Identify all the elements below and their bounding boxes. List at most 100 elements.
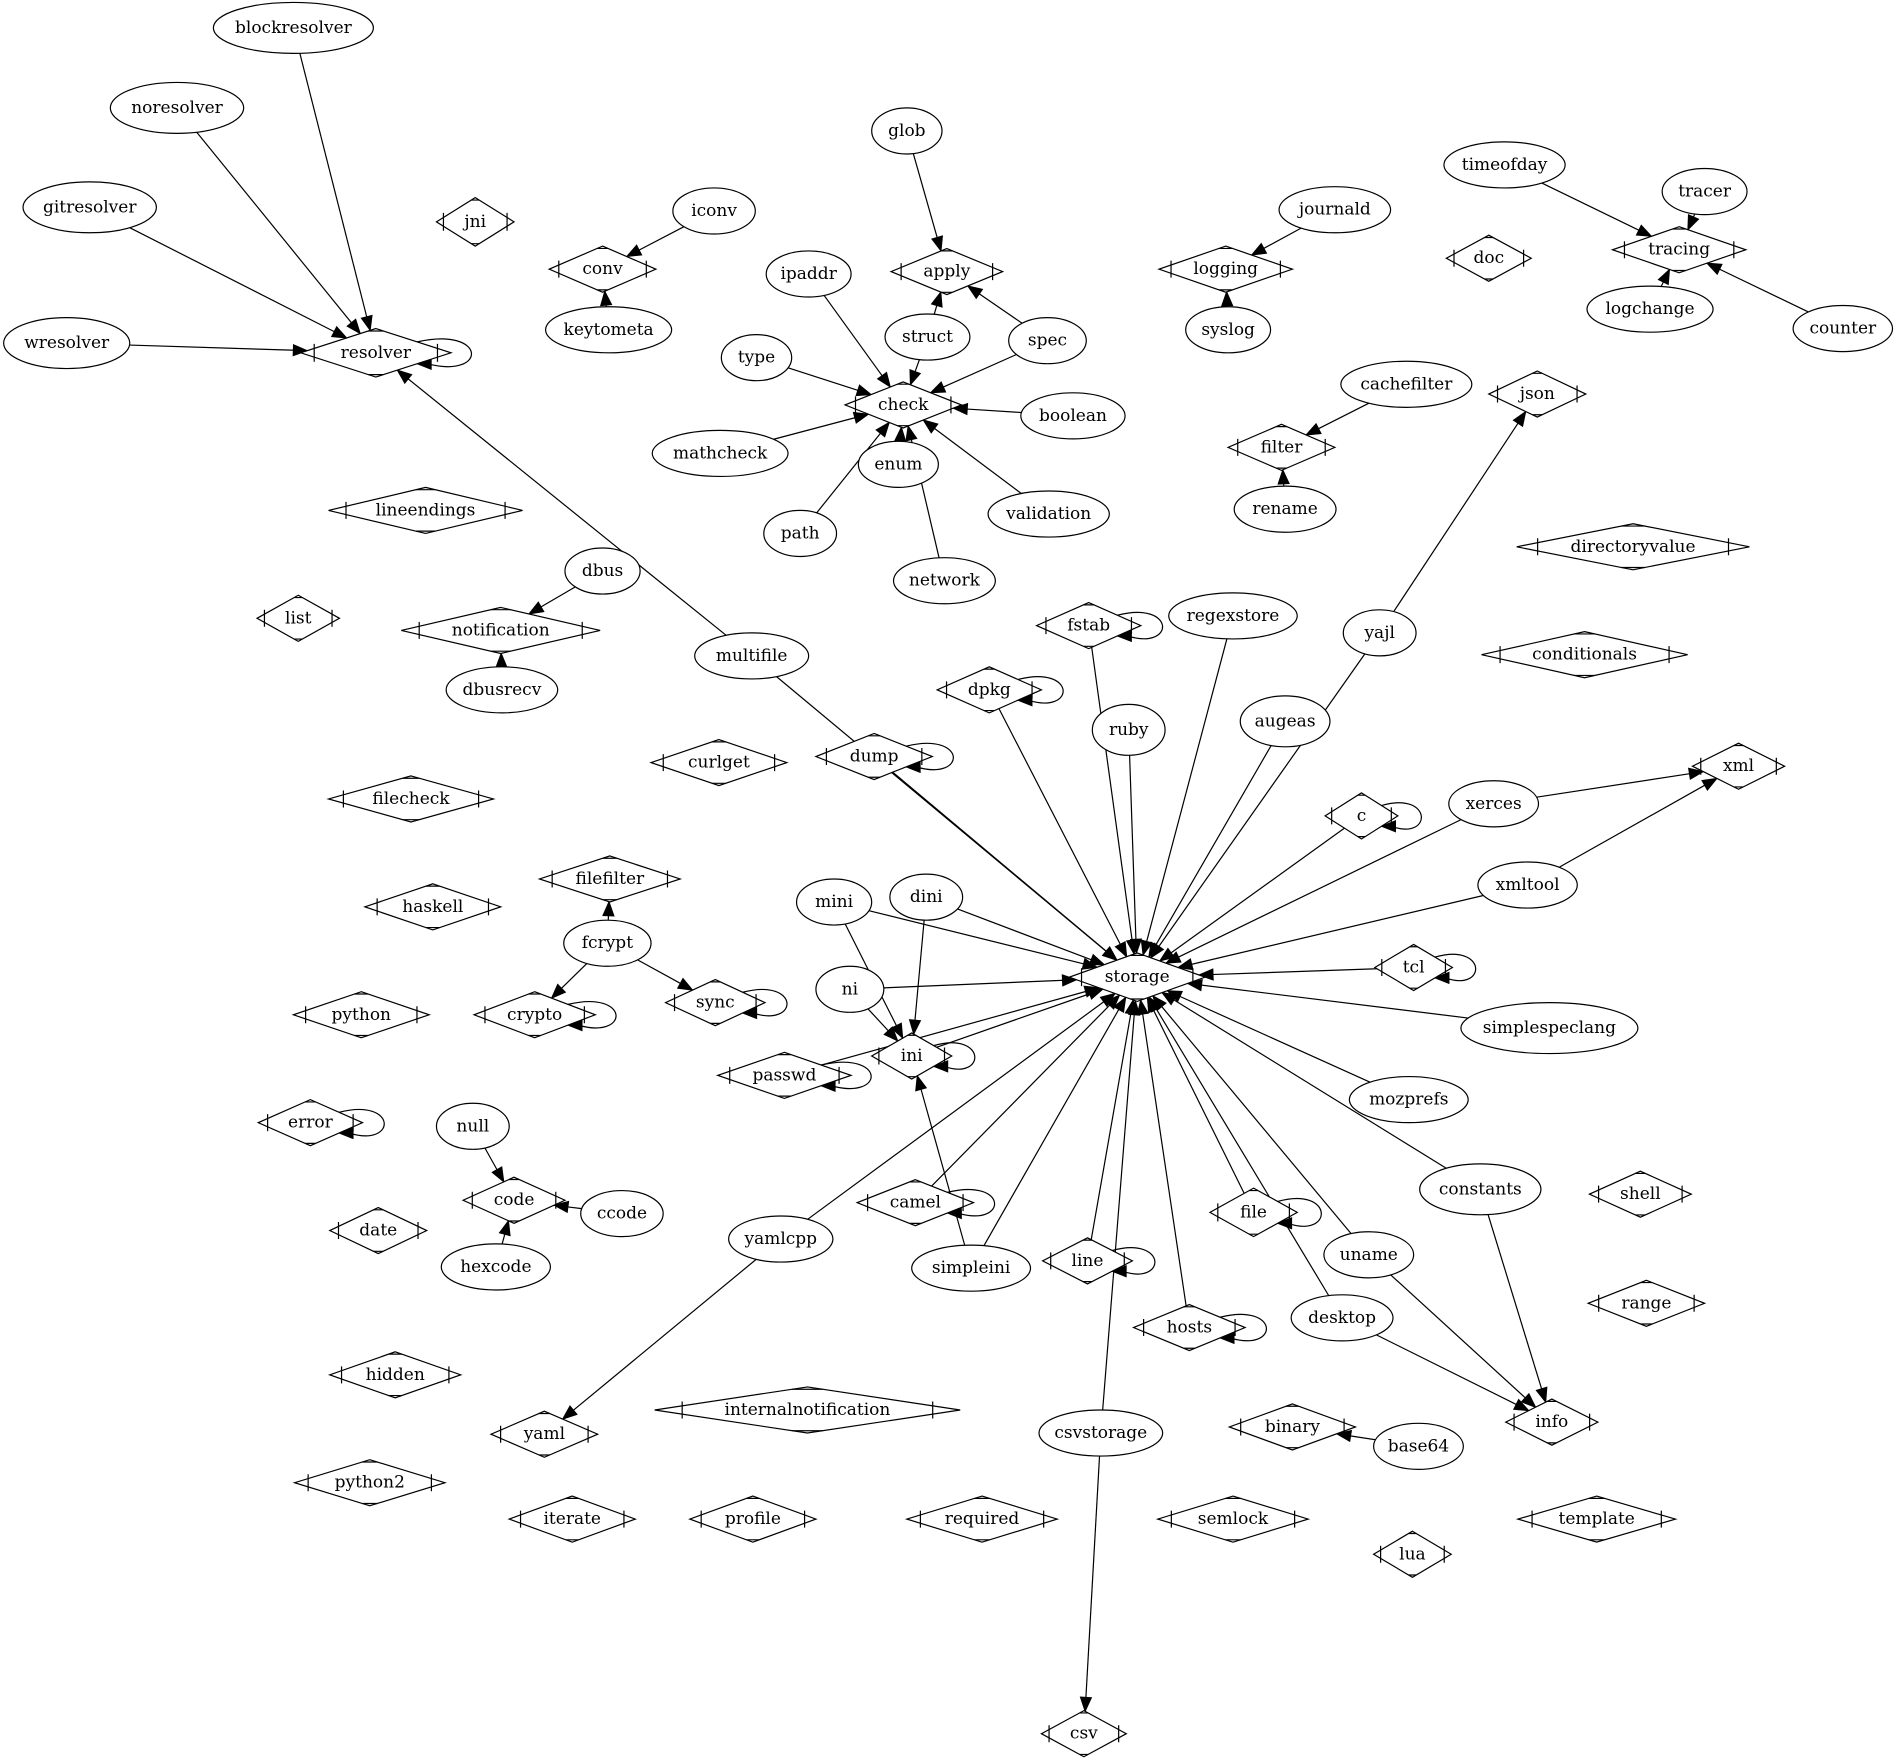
- node-hexcode[interactable]: hexcode: [440, 1243, 552, 1291]
- node-resolver[interactable]: resolver: [298, 327, 453, 378]
- node-type[interactable]: type: [720, 334, 793, 382]
- node-range[interactable]: range: [1586, 1279, 1707, 1327]
- node-counter[interactable]: counter: [1792, 304, 1894, 353]
- node-binary[interactable]: binary: [1227, 1403, 1358, 1451]
- node-fstab[interactable]: fstab: [1035, 601, 1143, 650]
- node-simpleini[interactable]: simpleini: [911, 1244, 1032, 1292]
- node-line[interactable]: line: [1041, 1237, 1134, 1285]
- node-file[interactable]: file: [1208, 1187, 1299, 1238]
- node-noresolver[interactable]: noresolver: [109, 81, 245, 134]
- node-jni[interactable]: jni: [435, 196, 516, 247]
- node-code[interactable]: code: [461, 1176, 567, 1224]
- node-conv[interactable]: conv: [547, 245, 658, 293]
- node-notification[interactable]: notification: [401, 606, 601, 655]
- node-tracer[interactable]: tracer: [1661, 167, 1748, 216]
- node-gitresolver[interactable]: gitresolver: [22, 181, 157, 234]
- node-desktop[interactable]: desktop: [1290, 1294, 1394, 1342]
- node-ipaddr[interactable]: ipaddr: [765, 250, 852, 298]
- node-dbusrecv[interactable]: dbusrecv: [445, 666, 559, 714]
- node-yajl[interactable]: yajl: [1342, 609, 1417, 657]
- node-haskell[interactable]: haskell: [363, 883, 503, 931]
- node-path[interactable]: path: [763, 509, 838, 558]
- node-iterate[interactable]: iterate: [507, 1495, 638, 1543]
- node-ni[interactable]: ni: [815, 965, 885, 1013]
- node-boolean[interactable]: boolean: [1020, 392, 1126, 440]
- node-cachefilter[interactable]: cachefilter: [1340, 360, 1473, 408]
- node-yaml[interactable]: yaml: [489, 1410, 600, 1458]
- node-timeofday[interactable]: timeofday: [1443, 141, 1566, 189]
- node-simplespeclang[interactable]: simplespeclang: [1460, 1002, 1639, 1055]
- node-enum[interactable]: enum: [857, 440, 939, 488]
- node-python[interactable]: python: [291, 991, 432, 1039]
- node-filefilter[interactable]: filefilter: [537, 855, 683, 903]
- node-base64[interactable]: base64: [1373, 1422, 1464, 1470]
- node-uname[interactable]: uname: [1323, 1231, 1415, 1279]
- node-regexstore[interactable]: regexstore: [1168, 592, 1298, 640]
- node-null[interactable]: null: [435, 1102, 510, 1150]
- node-dump[interactable]: dump: [814, 732, 934, 781]
- node-csv[interactable]: csv: [1040, 1709, 1128, 1758]
- node-xmltool[interactable]: xmltool: [1477, 861, 1578, 909]
- node-profile[interactable]: profile: [688, 1495, 818, 1543]
- node-c[interactable]: c: [1324, 792, 1399, 840]
- node-semlock[interactable]: semlock: [1155, 1495, 1311, 1543]
- node-lua[interactable]: lua: [1372, 1530, 1453, 1578]
- node-constants[interactable]: constants: [1419, 1163, 1542, 1216]
- node-wresolver[interactable]: wresolver: [3, 317, 131, 370]
- node-sync[interactable]: sync: [664, 978, 767, 1027]
- node-tracing[interactable]: tracing: [1610, 226, 1748, 274]
- node-dini[interactable]: dini: [889, 873, 964, 921]
- node-mathcheck[interactable]: mathcheck: [651, 429, 789, 478]
- node-error[interactable]: error: [256, 1098, 364, 1147]
- node-hosts[interactable]: hosts: [1131, 1303, 1247, 1352]
- node-conditionals[interactable]: conditionals: [1481, 631, 1688, 679]
- node-filter[interactable]: filter: [1226, 423, 1337, 472]
- node-python2[interactable]: python2: [292, 1459, 447, 1507]
- node-network[interactable]: network: [892, 557, 996, 605]
- node-apply[interactable]: apply: [889, 247, 1005, 296]
- node-syslog[interactable]: syslog: [1185, 306, 1272, 354]
- node-check[interactable]: check: [843, 381, 964, 429]
- node-crypto[interactable]: crypto: [472, 991, 597, 1039]
- node-directoryvalue[interactable]: directoryvalue: [1516, 523, 1750, 571]
- node-hidden[interactable]: hidden: [327, 1351, 463, 1399]
- node-ruby[interactable]: ruby: [1091, 703, 1166, 756]
- node-storage[interactable]: storage: [1067, 952, 1207, 1003]
- node-struct[interactable]: struct: [884, 313, 971, 361]
- node-csvstorage[interactable]: csvstorage: [1038, 1409, 1164, 1457]
- node-list[interactable]: list: [255, 594, 341, 643]
- node-fcrypt[interactable]: fcrypt: [563, 919, 652, 967]
- node-passwd[interactable]: passwd: [715, 1051, 853, 1100]
- node-journald[interactable]: journald: [1278, 186, 1392, 234]
- node-template[interactable]: template: [1515, 1495, 1678, 1543]
- node-mini[interactable]: mini: [795, 878, 873, 926]
- node-validation[interactable]: validation: [987, 490, 1110, 538]
- node-blockresolver[interactable]: blockresolver: [212, 1, 375, 54]
- node-filecheck[interactable]: filecheck: [326, 775, 496, 823]
- node-dbus[interactable]: dbus: [564, 547, 641, 595]
- node-iconv[interactable]: iconv: [672, 187, 756, 235]
- node-yamlcpp[interactable]: yamlcpp: [728, 1215, 834, 1263]
- node-tcl[interactable]: tcl: [1373, 943, 1454, 992]
- node-keytometa[interactable]: keytometa: [544, 306, 673, 354]
- node-required[interactable]: required: [904, 1495, 1060, 1543]
- node-shell[interactable]: shell: [1587, 1170, 1693, 1218]
- node-augeas[interactable]: augeas: [1239, 695, 1331, 748]
- node-date[interactable]: date: [328, 1206, 429, 1255]
- node-logchange[interactable]: logchange: [1586, 285, 1714, 333]
- node-internalnotification[interactable]: internalnotification: [654, 1386, 961, 1434]
- node-ini[interactable]: ini: [870, 1032, 953, 1080]
- node-ccode[interactable]: ccode: [580, 1189, 664, 1238]
- node-mozprefs[interactable]: mozprefs: [1348, 1075, 1469, 1124]
- node-xerces[interactable]: xerces: [1448, 780, 1540, 828]
- node-lineendings[interactable]: lineendings: [328, 486, 523, 535]
- node-multifile[interactable]: multifile: [694, 632, 810, 680]
- node-json[interactable]: json: [1487, 370, 1588, 418]
- node-xml[interactable]: xml: [1691, 742, 1786, 790]
- node-rename[interactable]: rename: [1233, 485, 1337, 533]
- node-camel[interactable]: camel: [855, 1178, 976, 1227]
- node-logging[interactable]: logging: [1157, 245, 1295, 293]
- node-dpkg[interactable]: dpkg: [935, 666, 1043, 714]
- node-info[interactable]: info: [1504, 1398, 1600, 1446]
- node-spec[interactable]: spec: [1008, 317, 1087, 365]
